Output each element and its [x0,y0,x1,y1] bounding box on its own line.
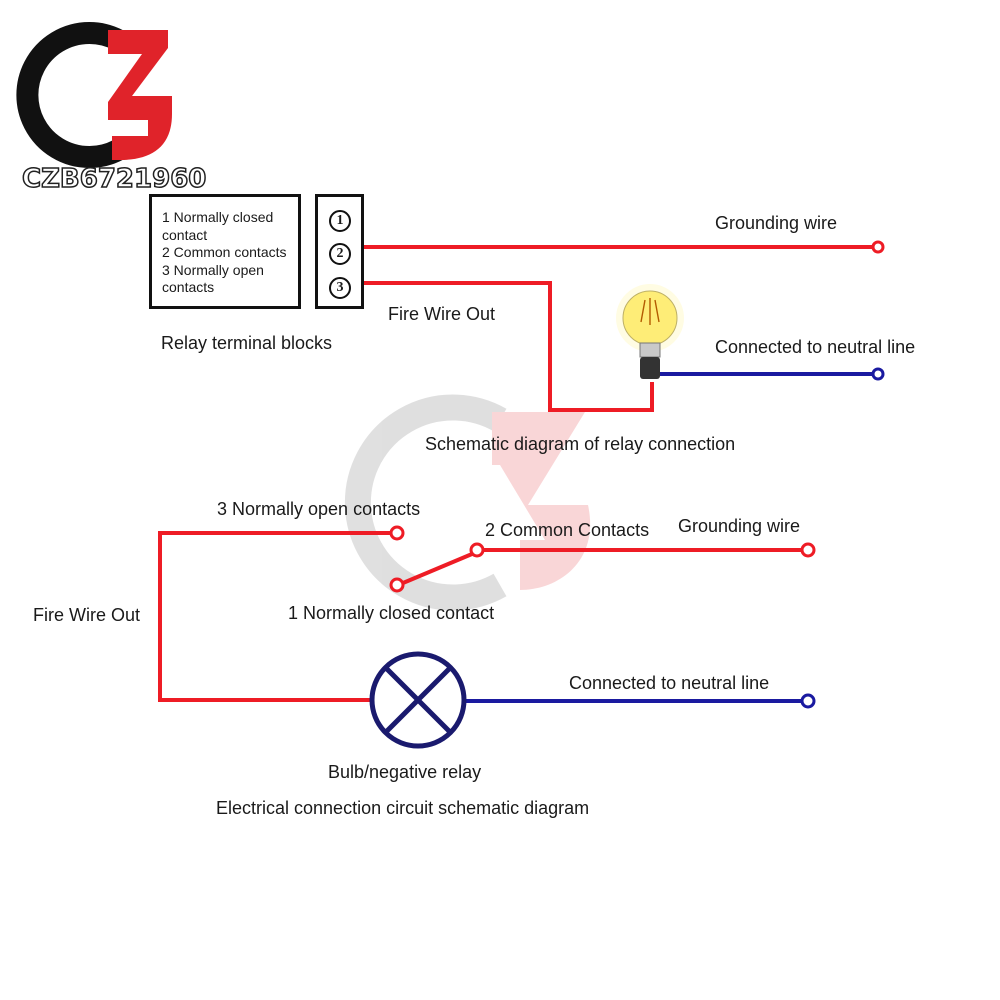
normally-open-terminal [389,525,405,541]
bottom-fire-wire [158,531,390,702]
legend-line-common: 2 Common contacts [162,244,287,260]
lamp-symbol-icon [369,651,467,749]
top-ground-terminal [871,240,885,254]
brand-name: CZB6721960 [21,163,207,195]
normally-open-label: 3 Normally open contacts [217,499,421,519]
light-bulb-icon [616,284,684,379]
terminal-1: 1 [329,210,351,232]
bottom-neutral-terminal [800,693,816,709]
top-ground-wire-label: Grounding wire [715,213,838,233]
bottom-diagram-title: Electrical connection circuit schematic … [216,798,590,818]
top-diagram-title: Schematic diagram of relay connection [425,434,736,454]
brand-logo [16,22,172,168]
terminal-blocks-caption: Relay terminal blocks [161,333,333,353]
bottom-fire-wire-label: Fire Wire Out [33,605,141,625]
top-wires [364,240,885,412]
terminal-2: 2 [329,243,351,265]
bottom-ground-terminal [800,542,816,558]
bottom-wires [158,525,816,709]
terminal-3: 3 [329,277,351,299]
top-fire-wire [364,281,654,412]
legend-line-normally-closed: 1 Normally closed contact [162,209,274,243]
bottom-ground-wire-label: Grounding wire [678,516,801,536]
top-neutral-line-label: Connected to neutral line [715,337,916,357]
relay-terminal-block: 1 2 3 [315,194,364,309]
common-terminal [469,542,485,558]
terminal-legend: 1 Normally closed contact 2 Common conta… [149,194,301,309]
bulb-label: Bulb/negative relay [328,762,482,782]
top-neutral-terminal [871,367,885,381]
common-contacts-label: 2 Common Contacts [485,520,650,540]
top-fire-wire-label: Fire Wire Out [388,304,496,324]
watermark-logo [344,394,591,611]
normally-closed-terminal [389,577,405,593]
bottom-neutral-line-label: Connected to neutral line [569,673,770,693]
legend-line-normally-open: 3 Normally open contacts [162,261,264,296]
normally-closed-label: 1 Normally closed contact [288,603,495,623]
switch-arm [402,552,473,585]
